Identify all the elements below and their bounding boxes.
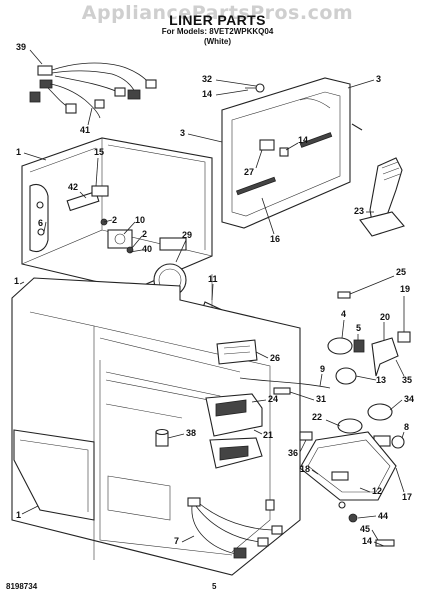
callout-29: 29 bbox=[182, 230, 192, 240]
color-line: (White) bbox=[203, 37, 232, 46]
callout-14-a: 14 bbox=[202, 89, 212, 99]
callout-6: 6 bbox=[38, 218, 43, 228]
callout-31: 31 bbox=[316, 394, 326, 404]
callout-1-lower: 1 bbox=[16, 510, 21, 520]
dispenser-chute bbox=[359, 157, 405, 237]
callout-22: 22 bbox=[312, 412, 322, 422]
callout-17: 17 bbox=[402, 492, 412, 502]
callout-35: 35 bbox=[402, 375, 412, 385]
lower-wire-harness bbox=[187, 497, 283, 559]
callout-12: 12 bbox=[372, 486, 382, 496]
callout-14-b: 14 bbox=[298, 135, 308, 145]
watermark: AppliancePartsPros.com bbox=[81, 2, 354, 24]
callout-18: 18 bbox=[300, 464, 310, 474]
callout-9: 9 bbox=[320, 364, 325, 374]
callout-15: 15 bbox=[94, 147, 104, 157]
callout-2-b: 2 bbox=[142, 229, 147, 239]
page-number: 5 bbox=[212, 582, 217, 591]
callout-16: 16 bbox=[270, 234, 280, 244]
upper-wire-harness bbox=[29, 62, 157, 119]
callout-14-c: 14 bbox=[362, 536, 372, 546]
freezer-liner bbox=[21, 137, 223, 332]
callout-21: 21 bbox=[263, 430, 273, 440]
callout-19: 19 bbox=[400, 284, 410, 294]
callout-23: 23 bbox=[354, 206, 364, 216]
callout-24: 24 bbox=[268, 394, 278, 404]
callout-45: 45 bbox=[360, 524, 370, 534]
callout-36: 36 bbox=[288, 448, 298, 458]
callout-4: 4 bbox=[341, 309, 346, 319]
page-title: LINER PARTS bbox=[169, 12, 266, 28]
callout-44: 44 bbox=[378, 511, 388, 521]
callout-20: 20 bbox=[380, 312, 390, 322]
callout-34: 34 bbox=[404, 394, 414, 404]
callout-38: 38 bbox=[186, 428, 196, 438]
callout-10: 10 bbox=[135, 215, 145, 225]
callout-11: 11 bbox=[208, 274, 218, 284]
callout-1-upper: 1 bbox=[16, 147, 21, 157]
callout-40: 40 bbox=[142, 244, 152, 254]
callout-3-a: 3 bbox=[376, 74, 381, 84]
callout-41: 41 bbox=[80, 125, 90, 135]
callout-25: 25 bbox=[396, 267, 406, 277]
callout-2-a: 2 bbox=[112, 215, 117, 225]
air-damper-assembly bbox=[239, 291, 411, 501]
liner-back-panel bbox=[221, 77, 363, 229]
callout-1-mid: 1 bbox=[14, 276, 19, 286]
model-info: For Models: 8VET2WPKKQ04 (White) bbox=[0, 27, 435, 47]
document-number: 8198734 bbox=[6, 582, 38, 591]
callout-5: 5 bbox=[356, 323, 361, 333]
callout-26: 26 bbox=[270, 353, 280, 363]
callout-labels: 39 41 1 15 42 6 2 10 2 40 29 11 32 bbox=[14, 42, 414, 547]
callout-13: 13 bbox=[376, 375, 386, 385]
callout-32: 32 bbox=[202, 74, 212, 84]
callout-42: 42 bbox=[68, 182, 78, 192]
models-line: For Models: 8VET2WPKKQ04 bbox=[161, 27, 274, 36]
callout-27: 27 bbox=[244, 167, 254, 177]
callout-8: 8 bbox=[404, 422, 409, 432]
control-housing bbox=[205, 339, 263, 469]
callout-7: 7 bbox=[174, 536, 179, 546]
callout-39: 39 bbox=[16, 42, 26, 52]
callout-3-b: 3 bbox=[180, 128, 185, 138]
